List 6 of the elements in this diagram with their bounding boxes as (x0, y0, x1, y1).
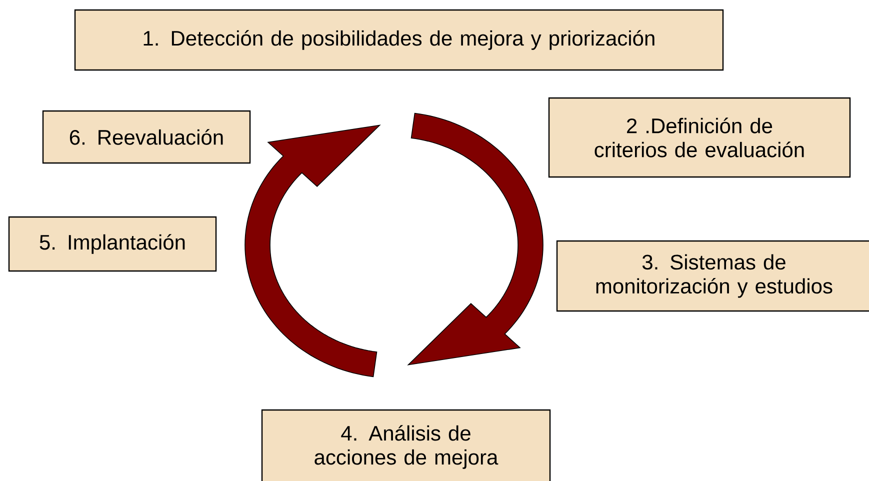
step-box: 4. Análisis de acciones de mejora (261, 409, 551, 481)
step-box: 3. Sistemas de monitorización y estudios (556, 240, 869, 312)
step-box: 6. Reevaluación (42, 110, 251, 164)
step-box: 1. Detección de posibilidades de mejora y priorización (74, 9, 724, 71)
step-box: 2 .Definición de criterios de evaluación (548, 97, 851, 178)
step-box: 5. Implantación (8, 216, 217, 272)
